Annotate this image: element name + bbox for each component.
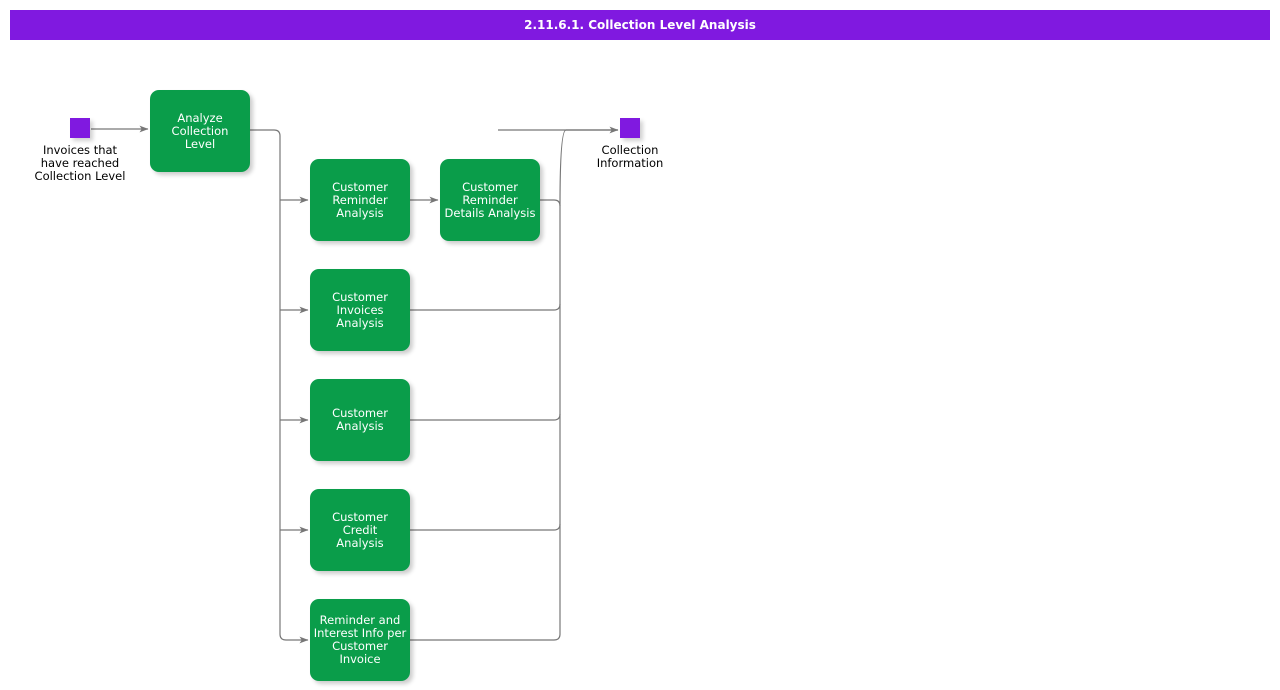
node-customer-analysis[interactable]: Customer Analysis: [310, 379, 410, 461]
node-analyze-collection-level-label: Analyze Collection Level: [171, 110, 229, 151]
wire-merge-from-invoices: [410, 303, 561, 311]
node-analyze-collection-level[interactable]: Analyze Collection Level: [150, 90, 250, 172]
terminator-input-invoices[interactable]: [70, 118, 90, 138]
page-title: 2.11.6.1. Collection Level Analysis: [524, 18, 756, 32]
wire-merge-from-details: [540, 199, 561, 634]
node-customer-invoices-analysis[interactable]: Customer Invoices Analysis: [310, 269, 410, 351]
node-reminder-interest-info-per-customer-invoice-label: Reminder and Interest Info per Customer …: [313, 613, 407, 666]
node-customer-invoices-analysis-label: Customer Invoices Analysis: [332, 289, 388, 330]
wire-merge-from-customer: [410, 413, 561, 421]
terminator-output-collection-information[interactable]: [620, 118, 640, 138]
node-reminder-interest-info-per-customer-invoice[interactable]: Reminder and Interest Info per Customer …: [310, 599, 410, 681]
wire-branch-spine: [250, 129, 309, 644]
node-customer-credit-analysis-label: Customer Credit Analysis: [332, 509, 388, 550]
wire-merge-from-credit: [410, 523, 561, 531]
node-customer-reminder-analysis[interactable]: Customer Reminder Analysis: [310, 159, 410, 241]
node-customer-reminder-details-analysis-label: Customer Reminder Details Analysis: [444, 179, 536, 220]
terminator-input-invoices-label: Invoices that have reached Collection Le…: [34, 143, 126, 183]
title-bar: 2.11.6.1. Collection Level Analysis: [10, 10, 1270, 40]
node-customer-reminder-analysis-label: Customer Reminder Analysis: [332, 179, 388, 220]
terminator-output-collection-information-label: Collection Information: [596, 143, 664, 170]
wire-merge-from-reminder-interest: [410, 633, 561, 641]
node-customer-reminder-details-analysis[interactable]: Customer Reminder Details Analysis: [440, 159, 540, 241]
node-customer-credit-analysis[interactable]: Customer Credit Analysis: [310, 489, 410, 571]
node-customer-analysis-label: Customer Analysis: [332, 406, 388, 433]
